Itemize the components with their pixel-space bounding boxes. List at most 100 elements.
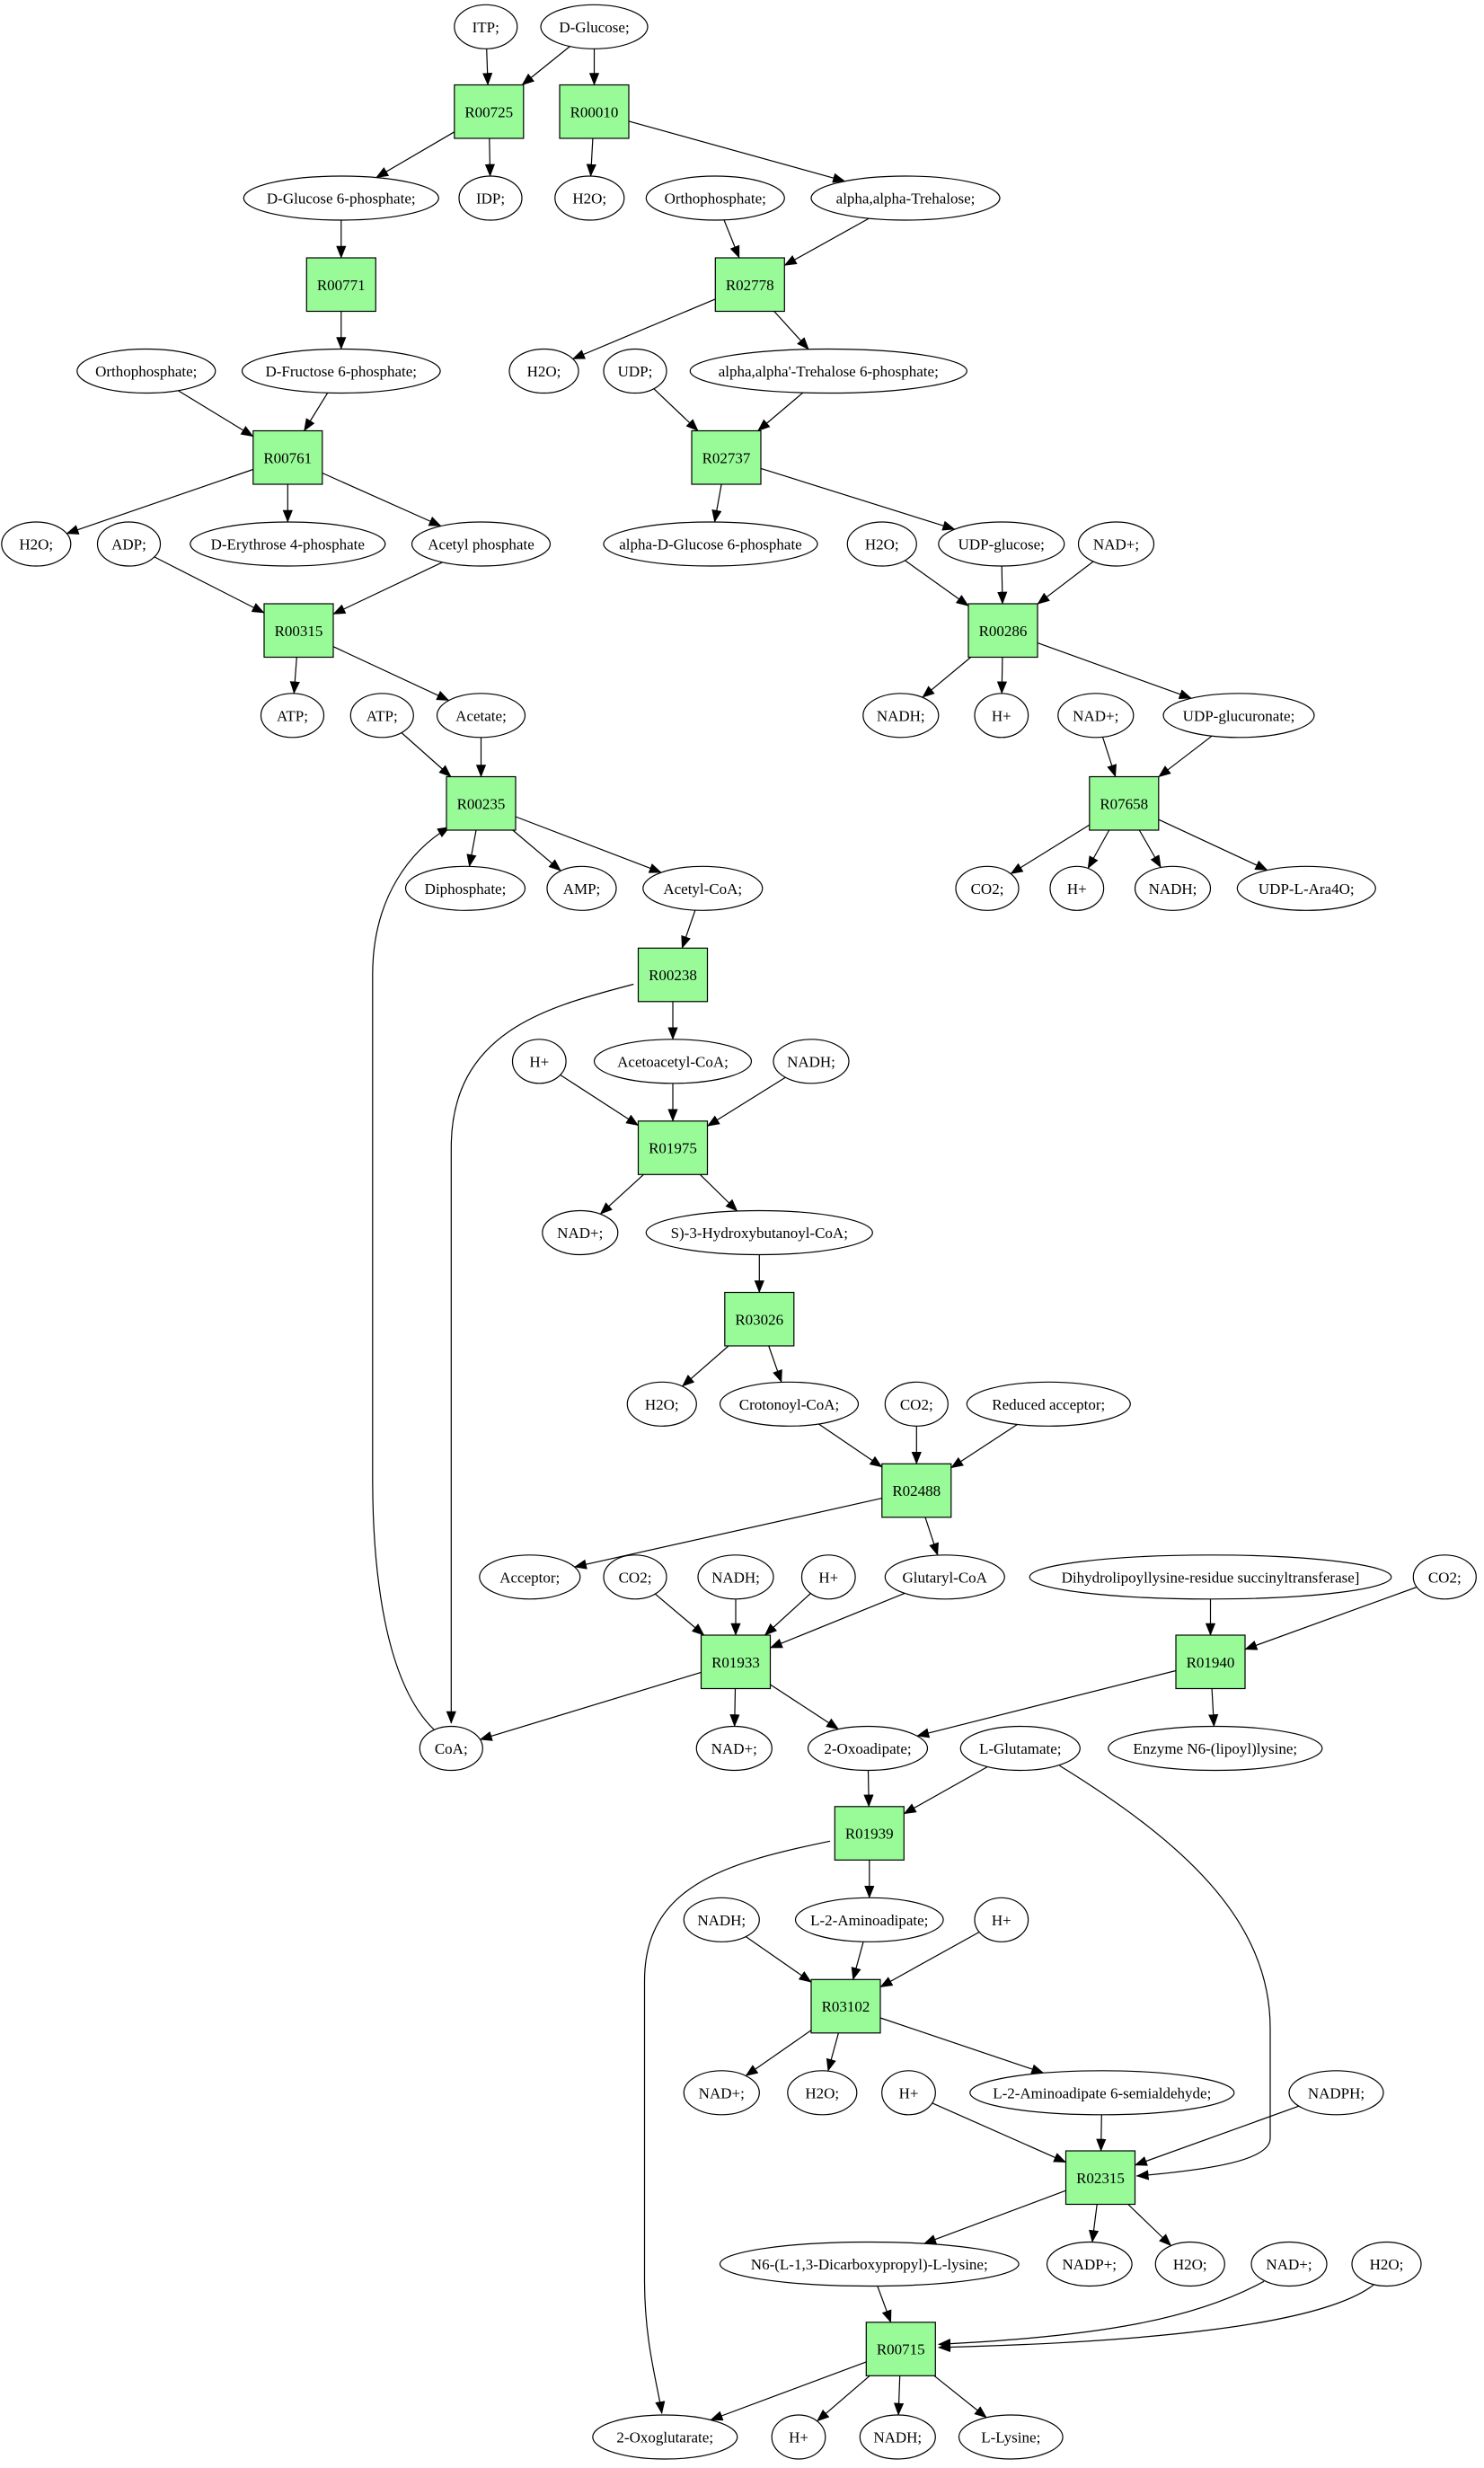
molecule-ellipse	[1351, 2241, 1422, 2287]
molecule-node-nadp-1[interactable]: NAD+;	[1077, 521, 1155, 567]
molecule-node-acetate[interactable]: Acetate;	[436, 693, 526, 739]
molecule-node-orthophos-2[interactable]: Orthophosphate;	[76, 348, 216, 394]
molecule-node-udpglcA[interactable]: UDP-glucuronate;	[1162, 693, 1315, 739]
reaction-box	[865, 2322, 936, 2376]
molecule-ellipse	[787, 2070, 858, 2116]
molecule-node-coa[interactable]: CoA;	[419, 1725, 483, 1772]
molecule-node-adg6p[interactable]: alpha-D-Glucose 6-phosphate	[603, 521, 818, 567]
molecule-node-idp[interactable]: IDP;	[458, 175, 523, 221]
molecule-node-h2o-8[interactable]: H2O;	[1351, 2241, 1422, 2287]
molecule-node-dihydro[interactable]: Dihydrolipoyllysine-residue succinyltran…	[1029, 1554, 1392, 1600]
molecule-node-nadh-6[interactable]: NADH;	[859, 2414, 936, 2460]
molecule-node-nadh-5[interactable]: NADH;	[683, 1897, 760, 1942]
molecule-node-hbcoa[interactable]: S)-3-Hydroxybutanoyl-CoA;	[645, 1209, 873, 1256]
reaction-node-R01933[interactable]: R01933	[700, 1634, 772, 1690]
molecule-node-crotcoa[interactable]: Crotonoyl-CoA;	[719, 1381, 860, 1427]
molecule-node-atp-1[interactable]: ATP;	[260, 693, 325, 739]
molecule-node-orthophos-1[interactable]: Orthophosphate;	[645, 175, 785, 221]
molecule-node-e4p[interactable]: D-Erythrose 4-phosphate	[190, 521, 386, 567]
molecule-node-udpglc[interactable]: UDP-glucose;	[938, 521, 1065, 567]
edge-h2o_8-to-R00715	[938, 2284, 1374, 2353]
reaction-node-R00725[interactable]: R00725	[454, 84, 525, 139]
reaction-node-R01939[interactable]: R01939	[834, 1806, 905, 1861]
molecule-node-co2-3[interactable]: CO2;	[603, 1554, 667, 1600]
molecule-node-nadh-1[interactable]: NADH;	[862, 693, 940, 739]
molecule-node-co2-4[interactable]: CO2;	[1412, 1554, 1477, 1600]
molecule-node-nadp-3[interactable]: NAD+;	[542, 1209, 619, 1256]
molecule-node-co2-1[interactable]: CO2;	[955, 865, 1020, 911]
reaction-node-R00010[interactable]: R00010	[559, 84, 630, 139]
molecule-node-h2o-7[interactable]: H2O;	[1154, 2241, 1225, 2287]
reaction-node-R03102[interactable]: R03102	[810, 1978, 881, 2034]
molecule-node-l2aasa[interactable]: L-2-Aminoadipate 6-semialdehyde;	[969, 2070, 1235, 2116]
molecule-node-itp[interactable]: ITP;	[454, 4, 518, 49]
molecule-ellipse	[642, 865, 764, 911]
molecule-node-acetylp[interactable]: Acetyl phosphate	[411, 521, 552, 567]
molecule-node-h2o-3[interactable]: H2O;	[1, 521, 72, 567]
molecule-node-hp-1[interactable]: H+	[974, 693, 1029, 739]
molecule-node-diphos[interactable]: Diphosphate;	[404, 865, 526, 911]
molecule-node-nadh-3[interactable]: NADH;	[773, 1039, 850, 1084]
molecule-node-glutcoa[interactable]: Glutaryl-CoA	[884, 1554, 1005, 1600]
molecule-node-g6p[interactable]: D-Glucose 6-phosphate;	[243, 175, 439, 221]
molecule-node-adp[interactable]: ADP;	[96, 521, 162, 567]
molecule-node-f6p[interactable]: D-Fructose 6-phosphate;	[241, 348, 441, 394]
reaction-node-R02737[interactable]: R02737	[691, 429, 762, 485]
molecule-node-nadp-2[interactable]: NAD+;	[1057, 693, 1135, 739]
reaction-node-R00715[interactable]: R00715	[865, 2322, 936, 2376]
molecule-node-l2aa[interactable]: L-2-Aminoadipate;	[794, 1897, 944, 1942]
reaction-node-R00761[interactable]: R00761	[252, 429, 323, 485]
reaction-node-R02315[interactable]: R02315	[1064, 2150, 1136, 2206]
molecule-node-co2-2[interactable]: CO2;	[884, 1381, 949, 1427]
molecule-node-nadp-5[interactable]: NAD+;	[683, 2070, 760, 2116]
molecule-node-hp-4[interactable]: H+	[800, 1554, 856, 1600]
molecule-node-nadp-4[interactable]: NAD+;	[695, 1725, 773, 1772]
molecule-node-acetylcoa[interactable]: Acetyl-CoA;	[642, 865, 764, 911]
molecule-node-hp-7[interactable]: H+	[771, 2414, 826, 2460]
reaction-node-R02778[interactable]: R02778	[714, 257, 785, 313]
reaction-node-R07658[interactable]: R07658	[1089, 775, 1160, 831]
reaction-node-R00771[interactable]: R00771	[305, 257, 376, 313]
molecule-node-udp[interactable]: UDP;	[603, 348, 667, 394]
molecule-node-nadh-4[interactable]: NADH;	[697, 1554, 774, 1600]
reaction-node-R00235[interactable]: R00235	[446, 775, 517, 831]
molecule-node-enzn6[interactable]: Enzyme N6-(lipoyl)lysine;	[1108, 1725, 1323, 1772]
molecule-node-hp-3[interactable]: H+	[511, 1039, 567, 1084]
molecule-node-saccharopine[interactable]: N6-(L-1,3-Dicarboxypropyl)-L-lysine;	[719, 2241, 1020, 2287]
molecule-node-trehalose[interactable]: alpha,alpha-Trehalose;	[810, 175, 1001, 221]
reaction-node-R00238[interactable]: R00238	[637, 947, 709, 1003]
molecule-node-h2o-2[interactable]: H2O;	[508, 348, 579, 394]
molecule-node-hp-6[interactable]: H+	[881, 2070, 936, 2116]
molecule-node-nadp-6[interactable]: NAD+;	[1250, 2241, 1328, 2287]
molecule-node-nadpplus[interactable]: NADP+;	[1046, 2241, 1133, 2287]
molecule-node-lglu[interactable]: L-Glutamate;	[959, 1725, 1081, 1772]
molecule-node-atp-2[interactable]: ATP;	[349, 693, 414, 739]
molecule-node-udpara[interactable]: UDP-L-Ara4O;	[1236, 865, 1376, 911]
molecule-node-hp-5[interactable]: H+	[974, 1897, 1029, 1942]
reaction-node-R03026[interactable]: R03026	[724, 1291, 795, 1347]
reaction-node-R01940[interactable]: R01940	[1175, 1634, 1246, 1690]
molecule-node-oxoadip[interactable]: 2-Oxoadipate;	[807, 1725, 929, 1772]
reaction-node-R02488[interactable]: R02488	[881, 1463, 952, 1518]
molecule-node-redacc[interactable]: Reduced acceptor;	[966, 1381, 1131, 1427]
molecule-node-tre6p[interactable]: alpha,alpha'-Trehalose 6-phosphate;	[689, 348, 967, 394]
molecule-node-dglucose[interactable]: D-Glucose;	[540, 4, 649, 49]
molecule-node-acceptor[interactable]: Acceptor;	[479, 1554, 581, 1600]
molecule-ellipse	[800, 1554, 856, 1600]
edge-h2o_4-to-R00286	[905, 560, 969, 606]
molecule-node-h2o-6[interactable]: H2O;	[787, 2070, 858, 2116]
reaction-node-R01975[interactable]: R01975	[637, 1120, 709, 1175]
molecule-node-hp-2[interactable]: H+	[1049, 865, 1105, 911]
molecule-node-h2o-5[interactable]: H2O;	[626, 1381, 697, 1427]
molecule-node-llys[interactable]: L-Lysine;	[958, 2414, 1064, 2460]
reaction-node-R00286[interactable]: R00286	[967, 603, 1038, 659]
molecule-node-nadh-2[interactable]: NADH;	[1134, 865, 1212, 911]
reaction-node-R00315[interactable]: R00315	[263, 603, 334, 659]
molecule-node-amp[interactable]: AMP;	[546, 865, 617, 911]
molecule-node-nadph[interactable]: NADPH;	[1288, 2070, 1384, 2116]
molecule-node-2oxoglut[interactable]: 2-Oxoglutarate;	[592, 2414, 738, 2460]
molecule-node-h2o-4[interactable]: H2O;	[846, 521, 917, 567]
molecule-ellipse	[1046, 2241, 1133, 2287]
molecule-node-h2o-1[interactable]: H2O;	[554, 175, 625, 221]
molecule-node-acacoa[interactable]: Acetoacetyl-CoA;	[593, 1039, 753, 1084]
